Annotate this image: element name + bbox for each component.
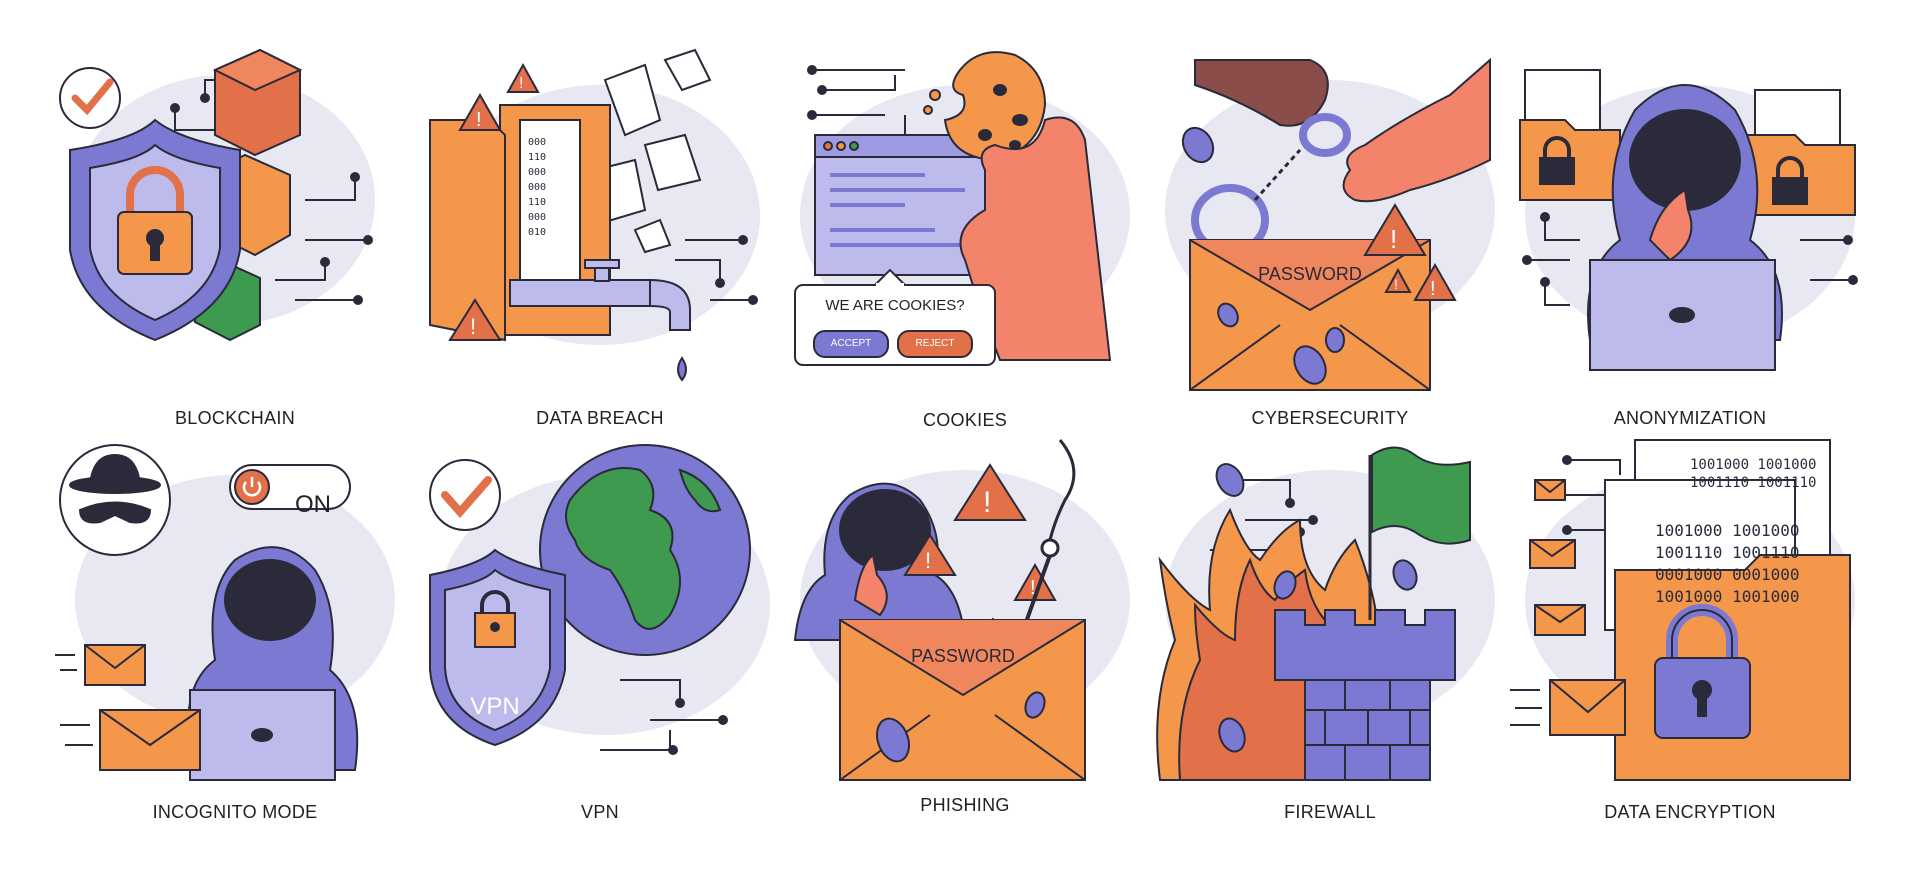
svg-text:010: 010 [528,227,546,238]
svg-text:!: ! [983,486,991,519]
svg-text:110: 110 [528,197,546,208]
svg-text:000: 000 [528,167,546,178]
tile-firewall: FIREWALL [1150,440,1510,840]
tile-label: PHISHING [920,795,1010,815]
svg-text:!: ! [1394,276,1398,292]
blockchain-illustration [59,48,375,342]
tile-label: BLOCKCHAIN [174,408,296,428]
svg-text:!: ! [470,314,476,339]
cookie-popup-title: WE ARE COOKIES? [825,297,965,314]
tile-label: DATA ENCRYPTION [1604,802,1776,822]
tile-label: VPN [581,802,619,822]
power-icon [242,481,262,497]
tile-label: FIREWALL [1284,802,1376,822]
hand-icon [1194,57,1491,203]
folder-lock-icon [1519,69,1856,216]
tile-data-breach: 000 110 000 000 110 000 010 ! ! ! DATA B… [420,40,780,440]
svg-text:!: ! [519,75,523,92]
power-toggle[interactable] [229,464,351,510]
tile-anonymization: ANONYMIZATION [1510,40,1870,440]
flag-icon [1368,446,1471,620]
lock-icon [474,590,516,648]
check-icon [429,459,501,531]
tile-data-encryption: 1001000 1001000 1001110 1001110 1001000 … [1510,439,1870,840]
svg-text:!: ! [1430,278,1436,300]
svg-text:110: 110 [528,152,546,163]
tile-phishing: ! ! ! PASSWORD PHISHING [785,439,1145,840]
phishing-illustration: ! ! ! PASSWORD [793,439,1130,781]
circuit-icon [675,235,758,305]
toggle-text: ON [295,491,331,518]
bug-icon [876,691,1046,763]
tile-blockchain: BLOCKCHAIN [55,40,415,440]
circuit-icon [170,79,373,305]
tile-label: COOKIES [922,410,1008,430]
svg-text:000: 000 [528,182,546,193]
browser-window-icon [814,134,986,276]
tile-cybersecurity: PASSWORD ! ! ! CYBERSECURITY [1150,40,1510,440]
shield-icon [69,118,241,342]
tile-label: CYBERSECURITY [1251,408,1409,428]
firewall-illustration [1156,446,1495,781]
reject-button[interactable]: REJECT [897,330,973,358]
envelope-icon [1510,479,1626,736]
binary-front-block: 1001000 1001000 1001110 1001110 0001000 … [1655,521,1800,606]
envelope-icon [839,619,1086,781]
globe-icon [539,444,751,656]
vpn-illustration [429,444,770,755]
cookie-icon [923,51,1047,162]
laptop-icon [189,689,336,781]
svg-text:000: 000 [528,212,546,223]
data-encryption-illustration [1510,439,1855,781]
check-icon [59,67,121,129]
envelope-text: PASSWORD [1258,264,1362,284]
lock-icon [117,166,193,275]
tile-label: INCOGNITO MODE [152,802,318,822]
tile-vpn: VPN VPN [420,440,780,840]
bug-icon [1181,126,1345,385]
svg-text:!: ! [1030,577,1036,599]
svg-text:!: ! [476,109,482,131]
binary-back-block: 1001000 1001000 1001110 1001110 [1690,457,1817,491]
castle-tower-icon [1274,609,1456,781]
anonymization-illustration [1519,69,1858,371]
shield-vpn-text: VPN [470,693,520,720]
hacker-icon [793,482,967,641]
accept-button[interactable]: ACCEPT [813,330,889,358]
bug-icon [1215,463,1418,753]
cybersecurity-illustration: PASSWORD ! ! ! [1165,57,1495,391]
svg-text:000: 000 [528,137,546,148]
circuit-icon [600,679,728,755]
warning-icon: ! ! ! [448,62,540,341]
spy-icon [59,444,171,556]
warning-icon: ! ! ! [903,463,1057,601]
svg-text:!: ! [1390,224,1397,254]
tile-cookies: WE ARE COOKIES? ACCEPT REJECT COOKIES [785,40,1145,440]
laptop-icon [1589,259,1776,371]
cookies-illustration [794,51,1130,366]
warning-icon: ! ! ! [1363,203,1457,301]
lock-icon [1654,604,1751,739]
hand-icon [959,116,1112,361]
incognito-illustration [55,444,395,781]
svg-text:!: ! [925,548,931,573]
tile-label: ANONYMIZATION [1613,408,1767,428]
data-breach-illustration: 000 110 000 000 110 000 010 ! ! ! [429,48,760,382]
tile-label: DATA BREACH [536,408,664,428]
envelope-icon [55,644,201,771]
binary-icon: 000 110 000 000 110 000 010 [528,137,546,238]
tile-incognito-mode: ON INCOGNITO MODE [55,440,415,840]
circuit-icon [1522,212,1858,306]
faucet-icon [509,259,691,382]
envelope-text: PASSWORD [911,646,1015,666]
